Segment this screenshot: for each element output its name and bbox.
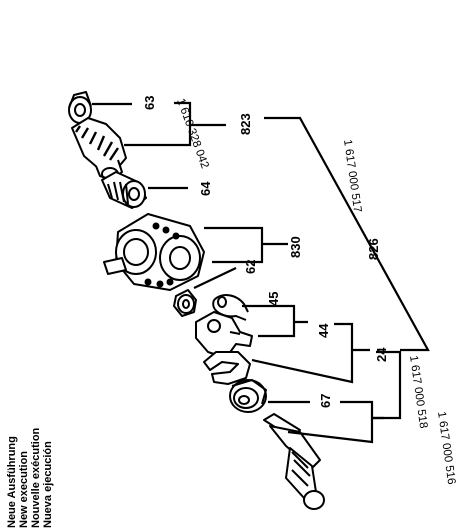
callout-64: 64	[198, 181, 213, 196]
callout-24: 24	[374, 347, 389, 362]
callout-830: 830	[288, 236, 303, 258]
part-24-shoe	[203, 351, 251, 385]
legend-english: New execution	[18, 450, 30, 528]
part-44-lever	[195, 311, 253, 359]
part-number-67: 1 617 000 516	[435, 411, 457, 486]
bracket-45	[242, 304, 308, 338]
callout-45: 45	[266, 292, 281, 306]
leader-62	[193, 267, 237, 289]
bracket-823	[124, 101, 226, 147]
new-execution-legend: Neue Ausführung New execution Nouvelle e…	[6, 428, 54, 528]
legend-spanish: Nueva ejecución	[42, 441, 54, 528]
callout-67: 67	[318, 394, 333, 408]
part-number-24: 1 617 000 518	[407, 355, 429, 430]
legend-french: Nouvelle exécution	[30, 427, 42, 528]
bracket-67	[287, 400, 384, 444]
part-64-needle-bearing	[101, 171, 147, 209]
part-63-sleeve	[68, 91, 92, 124]
part-823-pinion	[71, 117, 127, 181]
bracket-44	[251, 322, 370, 384]
bracket-830	[204, 226, 288, 264]
bracket-826-top	[264, 116, 430, 352]
output-shaft	[263, 413, 325, 510]
part-62-bushing	[173, 289, 197, 317]
callout-826: 826	[366, 238, 381, 260]
bracket-24	[372, 350, 402, 420]
callout-62: 62	[243, 260, 258, 274]
part-number-826: 1 617 000 517	[341, 139, 363, 214]
part-830-ball-bearing	[103, 213, 205, 291]
callout-44: 44	[316, 323, 331, 338]
part-67-ring	[229, 379, 267, 413]
legend-german: Neue Ausführung	[6, 436, 18, 528]
callout-823: 823	[238, 113, 253, 135]
callout-63: 63	[142, 96, 157, 110]
part-number-823: 1 616 328 042	[174, 97, 210, 170]
